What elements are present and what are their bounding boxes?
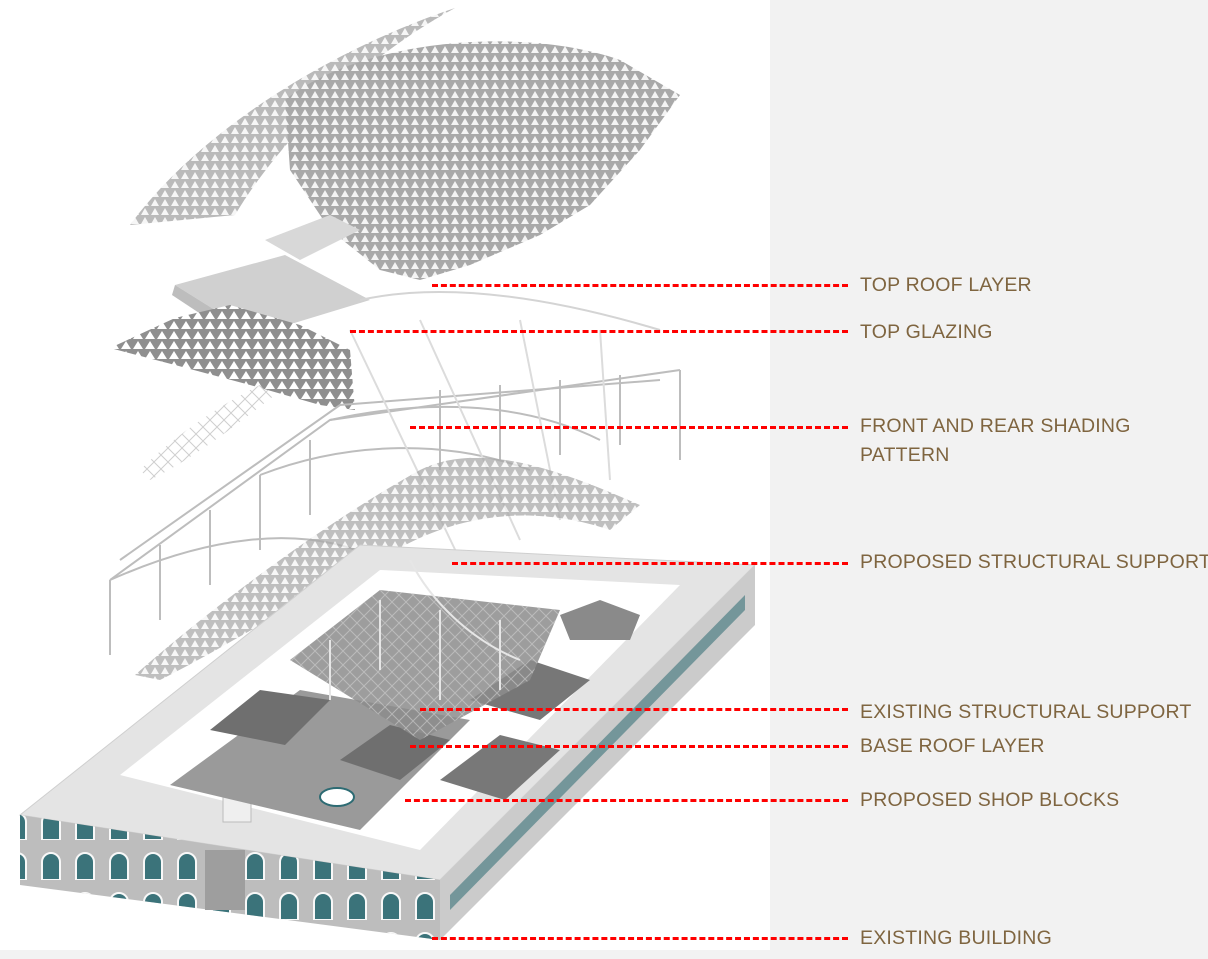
leader-proposed-shop-blocks (405, 799, 848, 802)
leader-top-glazing (350, 330, 848, 333)
label-shading-line1: FRONT AND REAR SHADING (860, 415, 1131, 437)
leader-shading-pattern (410, 426, 848, 429)
label-shading-line2: PATTERN (860, 444, 950, 466)
label-base-roof-layer: BASE ROOF LAYER (860, 735, 1045, 757)
proposed-shop-blocks (170, 600, 640, 830)
label-shading-pattern: FRONT AND REAR SHADING PATTERN (860, 412, 1131, 470)
label-existing-building: EXISTING BUILDING (860, 927, 1052, 949)
base-roof-layer (290, 590, 560, 740)
label-proposed-structural-support: PROPOSED STRUCTURAL SUPPORT (860, 551, 1208, 573)
leader-existing-structural-support (420, 708, 848, 711)
leader-base-roof-layer (410, 745, 848, 748)
exploded-axonometric-illustration (18, 8, 757, 940)
top-roof-layer (130, 8, 680, 281)
label-proposed-shop-blocks: PROPOSED SHOP BLOCKS (860, 789, 1120, 811)
label-top-roof-layer: TOP ROOF LAYER (860, 274, 1032, 296)
leader-existing-building (432, 937, 848, 940)
label-top-glazing: TOP GLAZING (860, 321, 993, 343)
label-existing-structural-support: EXISTING STRUCTURAL SUPPORT (860, 701, 1192, 723)
bottom-strip (0, 950, 770, 959)
existing-structural-support (329, 559, 521, 700)
label-panel-background (770, 0, 1208, 959)
leader-top-roof-layer (432, 284, 848, 287)
front-and-rear-shading-pattern (110, 305, 355, 480)
leader-proposed-structural-support (452, 562, 848, 565)
